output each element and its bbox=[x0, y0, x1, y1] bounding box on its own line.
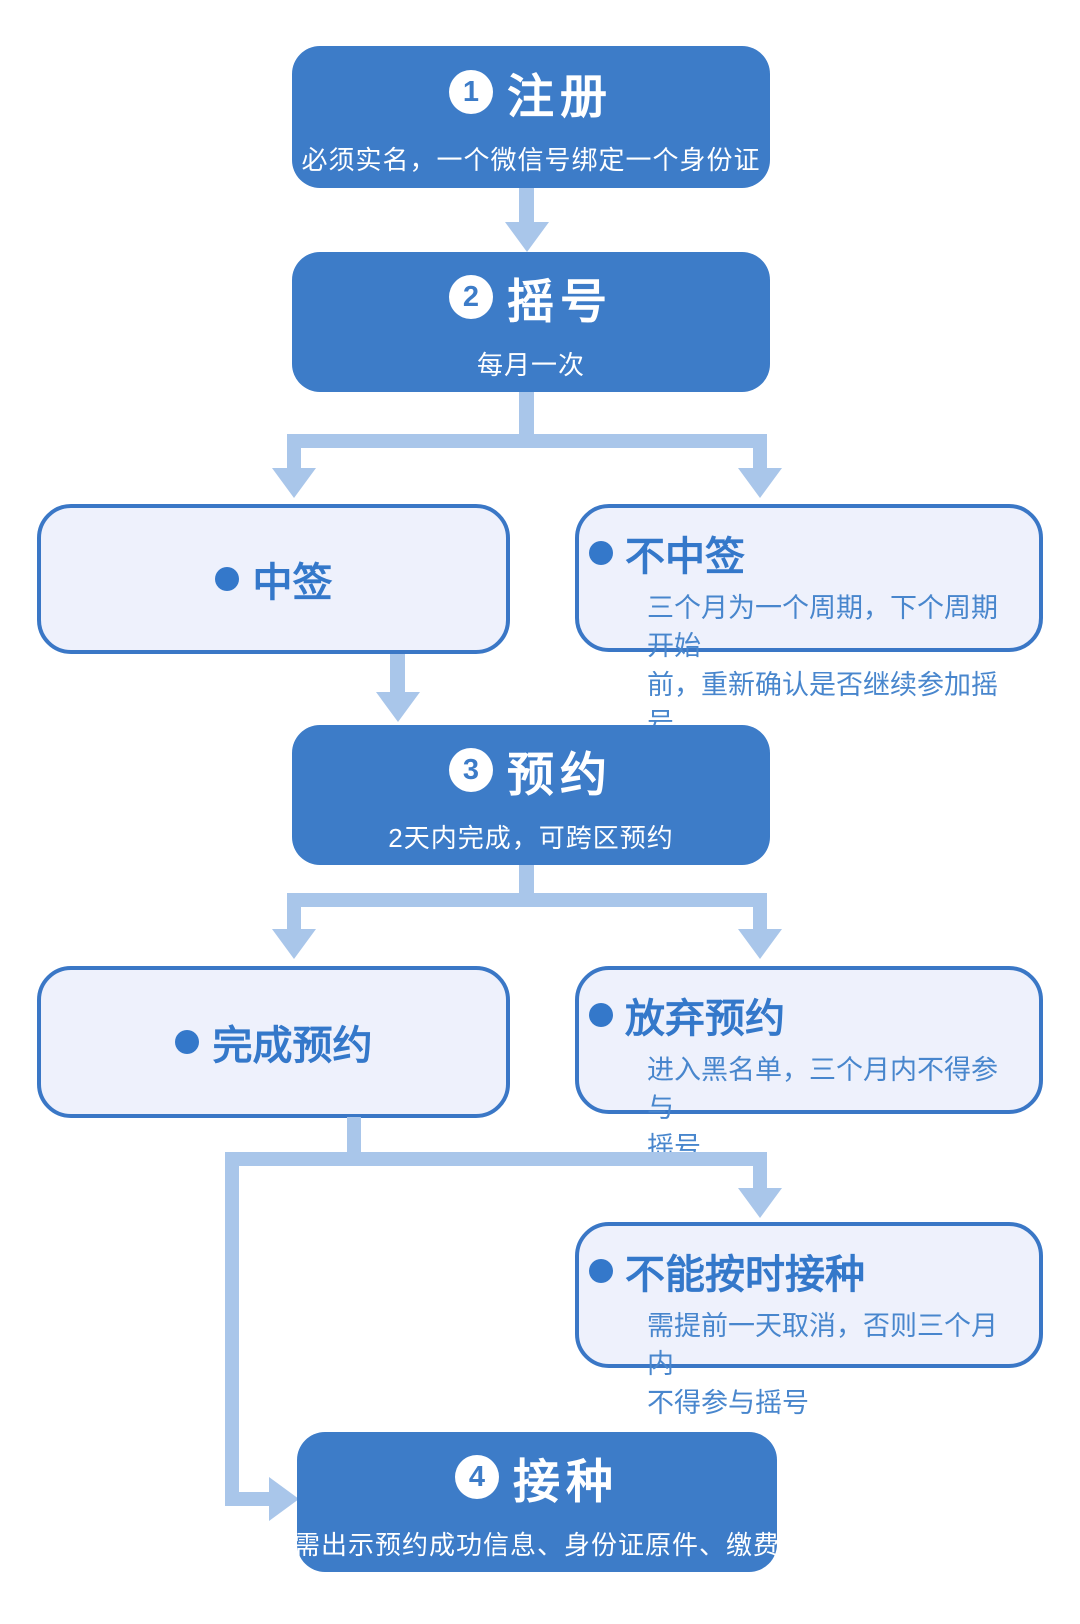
outcome-detail: 进入黑名单，三个月内不得参与 摇号 bbox=[647, 1051, 1023, 1166]
bullet-dot-icon bbox=[589, 1259, 613, 1283]
connector-line bbox=[753, 448, 767, 468]
outcome-title: 中签 bbox=[252, 561, 333, 605]
connector-line bbox=[287, 448, 301, 468]
connector-line bbox=[519, 188, 534, 224]
step-title: 摇号 bbox=[507, 274, 613, 328]
arrow-down-icon bbox=[738, 1188, 782, 1218]
outcome-box-appointment-abandoned: 放弃预约 进入黑名单，三个月内不得参与 摇号 bbox=[575, 966, 1043, 1162]
connector-line bbox=[225, 1492, 271, 1506]
step-box-appointment: 3 预约 2天内完成，可跨区预约 bbox=[292, 725, 770, 865]
step-title-row: 3 预约 bbox=[449, 736, 613, 805]
connector-line bbox=[519, 865, 534, 893]
outcome-detail-line: 不得参与摇号 bbox=[647, 1387, 809, 1418]
arrow-down-icon bbox=[376, 692, 420, 722]
connector-line bbox=[287, 434, 767, 448]
step-number-badge: 3 bbox=[449, 748, 493, 792]
outcome-detail: 三个月为一个周期，下个周期开始 前，重新确认是否继续参加摇号 bbox=[647, 589, 1023, 742]
bullet-dot-icon bbox=[174, 1030, 199, 1054]
outcome-title: 放弃预约 bbox=[625, 997, 785, 1041]
step-title-row: 1 注册 bbox=[449, 58, 613, 127]
step-subtitle: 需出示预约成功信息、身份证原件、缴费 bbox=[294, 1529, 781, 1560]
outcome-title-row: 不能按时接种 bbox=[589, 1242, 1023, 1300]
arrow-down-icon bbox=[505, 222, 549, 252]
connector-line bbox=[519, 392, 534, 434]
outcome-title-row: 放弃预约 bbox=[589, 986, 1023, 1044]
outcome-detail-line: 进入黑名单，三个月内不得参与 bbox=[647, 1055, 998, 1124]
outcome-title-row: 不中签 bbox=[589, 524, 1023, 582]
connector-line bbox=[753, 1166, 767, 1188]
connector-line bbox=[753, 907, 767, 929]
outcome-detail-line: 需提前一天取消，否则三个月内 bbox=[647, 1311, 998, 1380]
arrow-down-icon bbox=[738, 929, 782, 959]
arrow-down-icon bbox=[738, 468, 782, 498]
bullet-dot-icon bbox=[589, 541, 613, 565]
arrow-right-icon bbox=[269, 1477, 299, 1521]
step-subtitle: 每月一次 bbox=[476, 349, 585, 380]
outcome-detail-line: 前，重新确认是否继续参加摇号 bbox=[647, 669, 998, 738]
step-subtitle: 必须实名，一个微信号绑定一个身份证 bbox=[301, 144, 761, 175]
connector-line bbox=[225, 1152, 767, 1166]
step-title-row: 4 接种 bbox=[455, 1443, 619, 1512]
step-box-register: 1 注册 必须实名，一个微信号绑定一个身份证 bbox=[292, 46, 770, 188]
step-title-row: 2 摇号 bbox=[449, 263, 613, 332]
step-number-badge: 2 bbox=[449, 275, 493, 319]
connector-line bbox=[390, 654, 405, 692]
connector-line bbox=[225, 1166, 239, 1506]
outcome-title: 完成预约 bbox=[212, 1024, 373, 1068]
arrow-down-icon bbox=[272, 468, 316, 498]
outcome-title-row: 完成预约 bbox=[174, 1013, 373, 1071]
outcome-title: 不能按时接种 bbox=[625, 1253, 865, 1297]
step-number-badge: 1 bbox=[449, 70, 493, 114]
step-box-vaccination: 4 接种 需出示预约成功信息、身份证原件、缴费 bbox=[294, 1432, 781, 1572]
connector-line bbox=[347, 1117, 361, 1152]
connector-line bbox=[287, 907, 301, 929]
outcome-box-missed-vaccination: 不能按时接种 需提前一天取消，否则三个月内 不得参与摇号 bbox=[575, 1222, 1043, 1418]
step-title: 接种 bbox=[513, 1454, 619, 1508]
arrow-down-icon bbox=[272, 929, 316, 959]
bullet-dot-icon bbox=[589, 1003, 613, 1027]
bullet-dot-icon bbox=[214, 567, 239, 591]
step-title: 预约 bbox=[507, 747, 613, 801]
step-box-lottery: 2 摇号 每月一次 bbox=[292, 252, 770, 392]
outcome-title-row: 中签 bbox=[214, 550, 333, 608]
outcome-box-appointment-done: 完成预约 bbox=[37, 966, 510, 1118]
step-subtitle: 2天内完成，可跨区预约 bbox=[388, 822, 674, 853]
outcome-detail: 需提前一天取消，否则三个月内 不得参与摇号 bbox=[647, 1307, 1023, 1422]
step-number-badge: 4 bbox=[455, 1455, 499, 1499]
outcome-detail-line: 三个月为一个周期，下个周期开始 bbox=[647, 593, 998, 662]
outcome-box-not-win: 不中签 三个月为一个周期，下个周期开始 前，重新确认是否继续参加摇号 bbox=[575, 504, 1043, 738]
outcome-box-win: 中签 bbox=[37, 504, 510, 654]
step-title: 注册 bbox=[507, 69, 613, 123]
outcome-title: 不中签 bbox=[625, 535, 745, 579]
connector-line bbox=[287, 893, 767, 907]
